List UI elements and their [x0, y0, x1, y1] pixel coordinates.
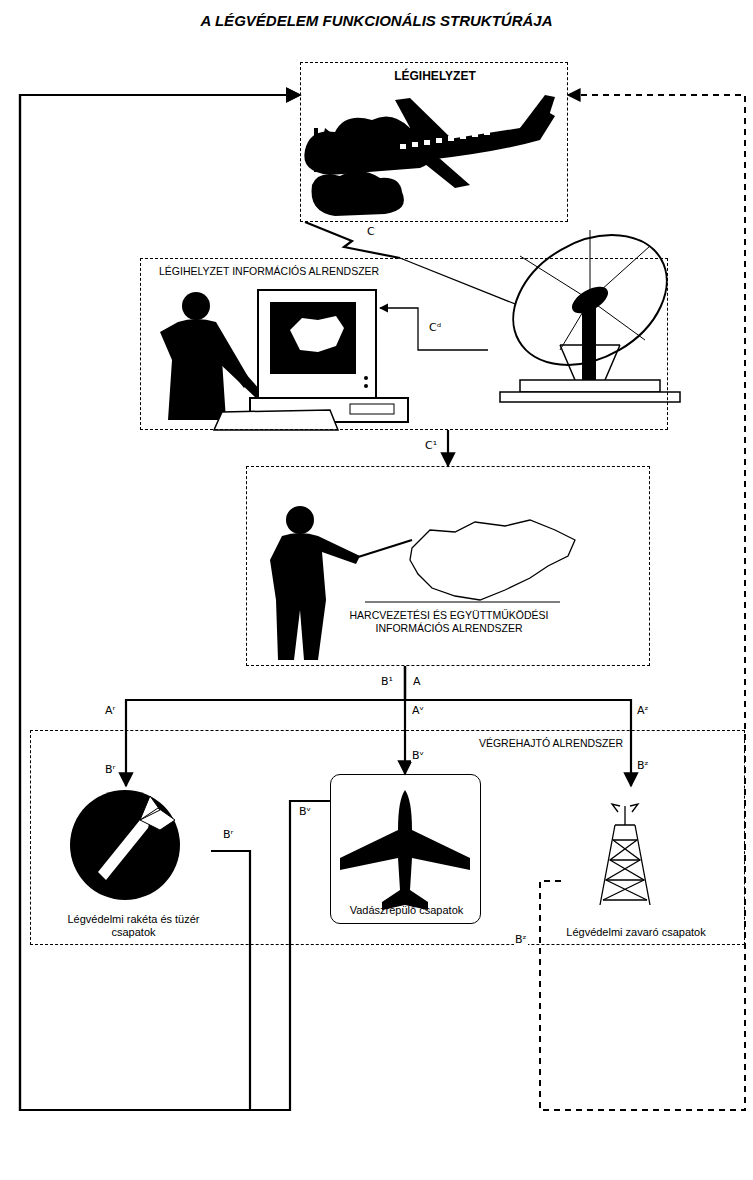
callout-label: A — [412, 676, 422, 688]
airplane-picture — [311, 171, 403, 216]
radar-dish — [582, 300, 596, 380]
fighter-jet-picture — [340, 790, 470, 910]
connector — [540, 95, 745, 1110]
diagram-title: A LÉGVÉDELEM FUNKCIONÁLIS STRUKTÚRÁJA — [0, 12, 753, 29]
edge-label: Bᵛ — [298, 806, 312, 818]
connector — [20, 95, 300, 1110]
connector — [126, 666, 405, 786]
radar-dish — [500, 392, 680, 402]
radar-dish — [520, 380, 660, 392]
rocket-picture — [70, 790, 180, 900]
node-label: VÉGREHAJTÓ ALRENDSZER — [431, 737, 671, 750]
connector — [405, 666, 631, 786]
jammer-tower — [600, 825, 650, 905]
node-label: LÉGIHELYZET INFORMÁCIÓS ALRENDSZER — [159, 265, 459, 278]
jammer-tower — [603, 840, 647, 900]
map-outline — [410, 520, 575, 600]
edge-label: Aᶻ — [636, 705, 650, 717]
callout-label: Bᶻ — [636, 760, 650, 772]
callout-label: Bʳ — [104, 764, 116, 776]
connector — [20, 95, 330, 1110]
commander-figure — [270, 533, 360, 660]
node-label: Vadászrepülő csapatok — [331, 904, 482, 917]
connector — [305, 222, 400, 258]
unit-node: Légvédelmi rakéta és tüzér csapatok — [56, 786, 211, 941]
airplane-picture — [520, 95, 555, 128]
subsystem-box: LÉGIHELYZET INFORMÁCIÓS ALRENDSZER — [140, 258, 668, 430]
computer-picture — [270, 302, 356, 374]
operator-figure — [218, 350, 262, 398]
callout-label: B¹ — [380, 676, 394, 688]
connector — [447, 430, 449, 466]
node-label: Légvédelmi zavaró csapatok — [561, 926, 711, 939]
airplane-picture — [400, 144, 406, 149]
computer-picture — [214, 410, 338, 430]
unit-node: Vadászrepülő csapatok — [330, 774, 481, 924]
radar-dish — [490, 209, 690, 391]
radar-dish — [490, 209, 690, 402]
commander-figure — [286, 506, 314, 534]
callout-label: Bᵛ — [411, 750, 425, 762]
node-label: Légvédelmi rakéta és tüzér csapatok — [56, 913, 211, 939]
computer-picture — [364, 376, 368, 380]
edge-label: C — [366, 226, 376, 238]
node-label: HARCVEZETÉSI ÉS EGYÜTTMŰKÖDÉSI INFORMÁCI… — [334, 609, 564, 634]
computer-picture — [258, 290, 376, 398]
airplane-picture — [318, 128, 340, 172]
jammer-tower — [603, 840, 647, 900]
unit-node: Légvédelmi zavaró csapatok — [561, 786, 711, 941]
airplane-picture — [436, 138, 442, 143]
divider-line — [365, 601, 560, 602]
airplane-picture — [424, 140, 430, 145]
operator-figure — [182, 292, 210, 320]
callout-label: Cᵈ — [428, 322, 442, 334]
node-label: LÉGIHELYZET — [301, 69, 569, 83]
operator-figure — [160, 292, 262, 420]
computer-picture — [290, 316, 344, 352]
jammer-tower — [600, 804, 650, 905]
edge-label: C¹ — [424, 440, 438, 452]
jammer-tower — [612, 804, 638, 825]
airplane-picture — [304, 95, 555, 216]
airplane-picture — [448, 136, 454, 141]
edge-label: Aᵛ — [411, 705, 425, 717]
airplane-picture — [395, 98, 455, 146]
airplane-picture — [415, 150, 470, 188]
edge-label: Bʳ — [222, 829, 234, 841]
radar-dish — [560, 345, 620, 380]
airplane-picture — [460, 134, 466, 139]
airplane-picture — [484, 130, 490, 135]
edge-label: Bᶻ — [514, 934, 528, 946]
situation-box: LÉGIHELYZET — [300, 62, 568, 222]
rocket-picture — [70, 790, 180, 900]
computer-picture — [214, 290, 408, 430]
airplane-picture — [472, 132, 478, 137]
subsystem-box: HARCVEZETÉSI ÉS EGYÜTTMŰKÖDÉSI INFORMÁCI… — [246, 466, 650, 666]
airplane-picture — [314, 128, 318, 172]
computer-picture — [350, 404, 394, 414]
rocket-picture — [140, 796, 175, 830]
computer-picture — [364, 384, 368, 388]
internal-link — [380, 308, 488, 350]
fighter-jet-picture — [340, 790, 470, 910]
commander-figure — [355, 540, 412, 558]
commander-figure — [270, 506, 412, 660]
airplane-picture — [412, 142, 418, 147]
airplane-picture — [400, 130, 490, 149]
edge-label: Aʳ — [104, 705, 116, 717]
